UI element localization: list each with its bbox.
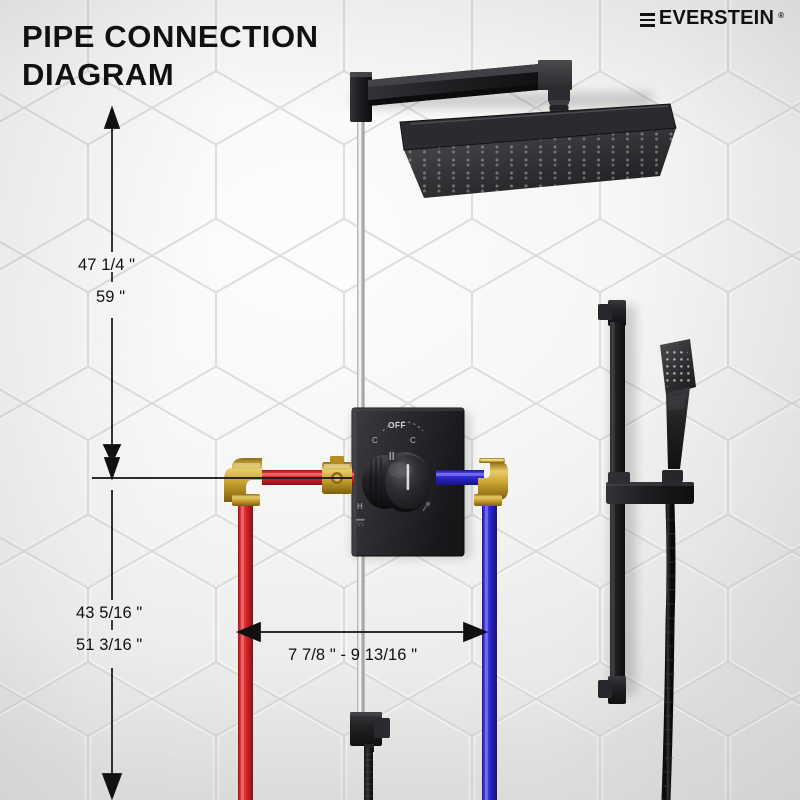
registered-trademark-symbol: ® xyxy=(778,11,784,20)
valve-cold-right-label: C xyxy=(410,436,416,445)
dimension-bottom-primary: 43 5/16 " xyxy=(76,604,143,622)
handheld-shower-icon xyxy=(420,500,432,512)
shower-hose-lower xyxy=(364,748,373,800)
dimension-top-primary: 47 1/4 " xyxy=(78,256,136,274)
valve-off-label: OFF xyxy=(388,420,406,430)
shower-hose-upper xyxy=(661,503,676,800)
three-bar-e-icon xyxy=(639,13,655,27)
square-wall-shower-arm xyxy=(350,60,572,122)
page-title: PIPE CONNECTION DIAGRAM xyxy=(22,19,319,92)
diverter-icon xyxy=(389,449,398,462)
dimension-bottom-secondary: 51 3/16 " xyxy=(76,636,143,654)
brass-elbow-fitting-hot-upper xyxy=(322,456,352,494)
valve-face-markings xyxy=(382,421,424,432)
mixer-control-knob xyxy=(362,450,431,512)
cold-water-supply-pipe xyxy=(436,470,497,800)
brass-elbow-fitting-hot-lower xyxy=(224,458,262,506)
dimension-lines xyxy=(92,105,489,800)
square-hand-shower xyxy=(660,339,696,482)
valve-hot-label: H xyxy=(357,502,363,511)
brand-name: EVERSTEIN xyxy=(658,7,775,29)
dimension-top-secondary: 59 " xyxy=(96,288,126,306)
overhead-shower-icon xyxy=(355,515,366,527)
dimension-horizontal-span: 7 7/8 " - 9 13/16 " xyxy=(288,646,418,664)
square-rain-showerhead xyxy=(399,103,677,198)
handheld-slide-bar xyxy=(598,300,626,704)
valve-cold-left-label: C xyxy=(372,436,378,445)
brand-logo: EVERSTEIN ® xyxy=(639,7,784,30)
brass-elbow-fitting-cold xyxy=(474,458,508,506)
wall-hose-outlet-elbow xyxy=(350,712,390,752)
